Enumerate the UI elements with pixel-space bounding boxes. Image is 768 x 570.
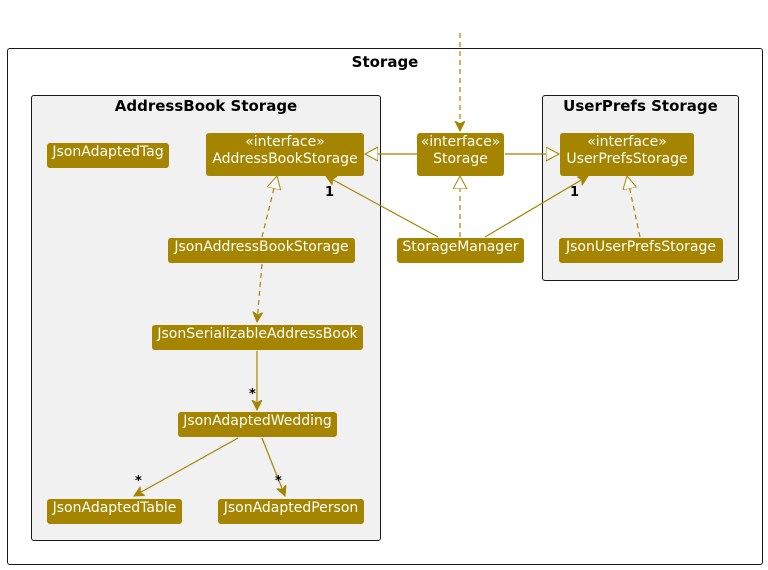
multiplicity-manager-addressbook: 1	[325, 185, 335, 200]
class-json-addressbook-storage: JsonAddressBookStorage	[168, 238, 355, 263]
class-json-adapted-wedding: JsonAdaptedWedding	[178, 412, 337, 437]
multiplicity-wedding-table: *	[135, 474, 142, 489]
addressbook-storage-stereotype: «interface»	[245, 134, 325, 150]
multiplicity-manager-userprefs: 1	[570, 185, 580, 200]
multiplicity-addressbook-wedding: *	[249, 387, 256, 402]
storage-name: Storage	[433, 151, 488, 167]
class-json-serializable-addressbook: JsonSerializableAddressBook	[152, 325, 363, 350]
userprefs-storage-name: UserPrefsStorage	[566, 151, 688, 167]
class-json-adapted-person: JsonAdaptedPerson	[218, 499, 364, 524]
storage-stereotype: «interface»	[420, 134, 501, 150]
class-json-adapted-table: JsonAdaptedTable	[47, 499, 182, 524]
class-json-adapted-tag: JsonAdaptedTag	[47, 143, 169, 168]
class-userprefs-storage: «interface» UserPrefsStorage	[560, 133, 694, 176]
class-json-userprefs-storage: JsonUserPrefsStorage	[559, 238, 723, 263]
multiplicity-wedding-person: *	[275, 474, 282, 489]
userprefs-storage-package-title: UserPrefs Storage	[563, 97, 718, 115]
class-storage-manager: StorageManager	[397, 238, 524, 263]
storage-package-title: Storage	[351, 53, 419, 71]
class-storage: «interface» Storage	[417, 133, 504, 176]
addressbook-storage-package-title: AddressBook Storage	[114, 97, 298, 115]
class-addressbook-storage: «interface» AddressBookStorage	[206, 133, 364, 176]
addressbook-storage-name: AddressBookStorage	[212, 151, 358, 167]
userprefs-storage-stereotype: «interface»	[587, 134, 667, 150]
